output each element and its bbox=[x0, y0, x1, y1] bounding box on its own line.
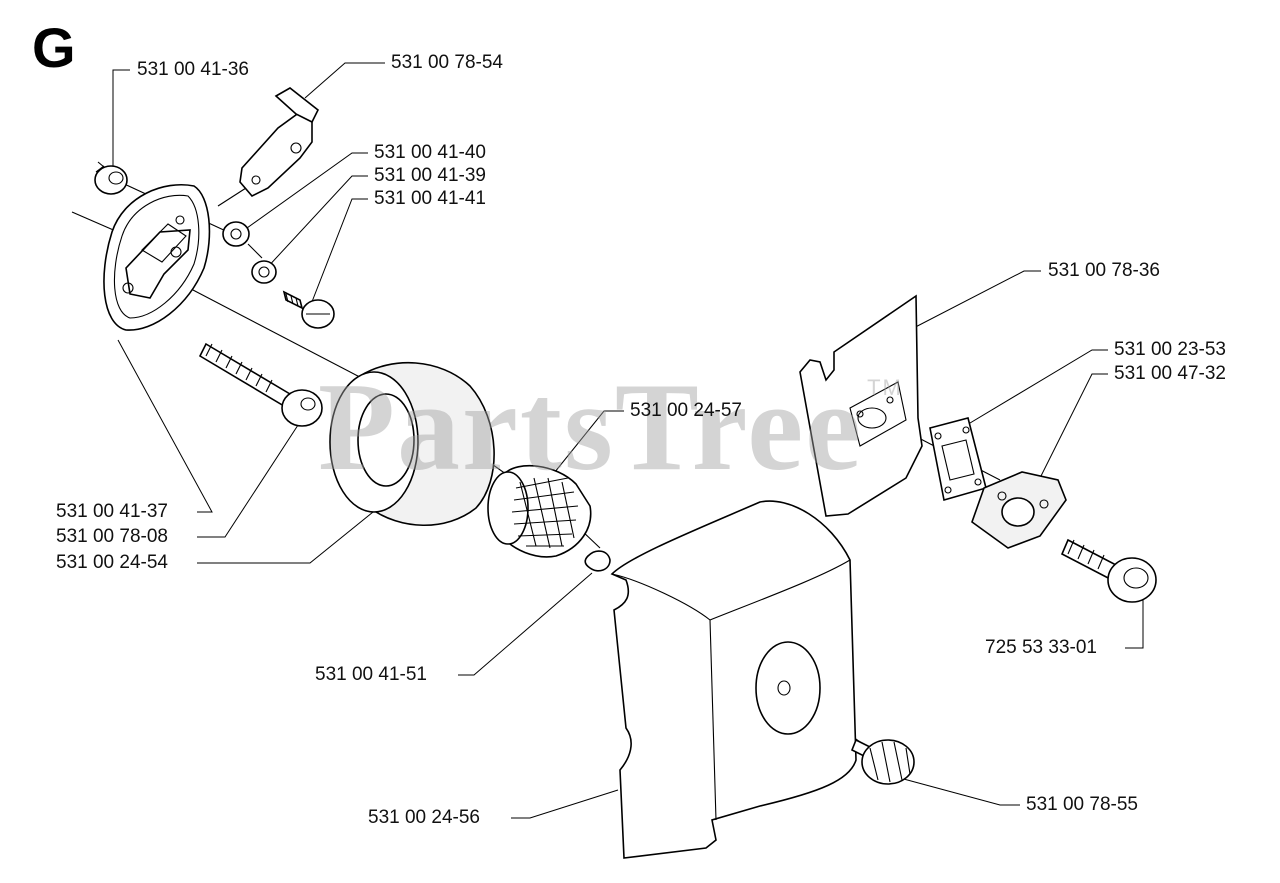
leader-lines bbox=[112, 62, 1144, 819]
part-label: 531 00 78-36 bbox=[1048, 260, 1160, 281]
heat-shield-plate bbox=[799, 294, 923, 517]
small-screw bbox=[282, 290, 335, 329]
watermark-trademark: TM bbox=[867, 375, 903, 400]
watermark-text: PartsTree bbox=[318, 358, 864, 497]
cover-knob bbox=[850, 738, 915, 785]
part-label: 531 00 23-53 bbox=[1114, 339, 1226, 360]
part-label: 531 00 24-56 bbox=[368, 807, 480, 828]
section-letter: G bbox=[32, 16, 76, 79]
nut-part bbox=[94, 165, 128, 195]
part-label: 531 00 41-36 bbox=[137, 59, 249, 80]
washer-1 bbox=[222, 221, 250, 247]
spring-clip bbox=[584, 550, 611, 572]
part-label: 531 00 24-57 bbox=[630, 400, 742, 421]
part-label: 531 00 78-55 bbox=[1026, 794, 1138, 815]
part-label: 531 00 41-39 bbox=[374, 165, 486, 186]
gasket bbox=[929, 417, 987, 502]
part-label: 531 00 78-08 bbox=[56, 526, 168, 547]
part-label: 531 00 41-40 bbox=[374, 142, 486, 163]
flange-plate bbox=[103, 184, 211, 331]
bracket-part bbox=[239, 87, 320, 197]
air-filter-ring bbox=[329, 361, 495, 527]
part-label: 531 00 41-41 bbox=[374, 188, 486, 209]
washer-2 bbox=[251, 260, 277, 284]
long-bolt bbox=[198, 342, 323, 427]
part-label: 725 53 33-01 bbox=[985, 637, 1097, 658]
part-label: 531 00 47-32 bbox=[1114, 363, 1226, 384]
carburetor-mount bbox=[971, 471, 1067, 549]
air-filter-cover bbox=[610, 500, 857, 859]
part-label: 531 00 41-51 bbox=[315, 664, 427, 685]
part-label: 531 00 78-54 bbox=[391, 52, 503, 73]
filter-cup bbox=[487, 464, 592, 558]
part-label: 531 00 24-54 bbox=[56, 552, 168, 573]
part-label: 531 00 41-37 bbox=[56, 501, 168, 522]
mount-bolt bbox=[1060, 538, 1157, 603]
